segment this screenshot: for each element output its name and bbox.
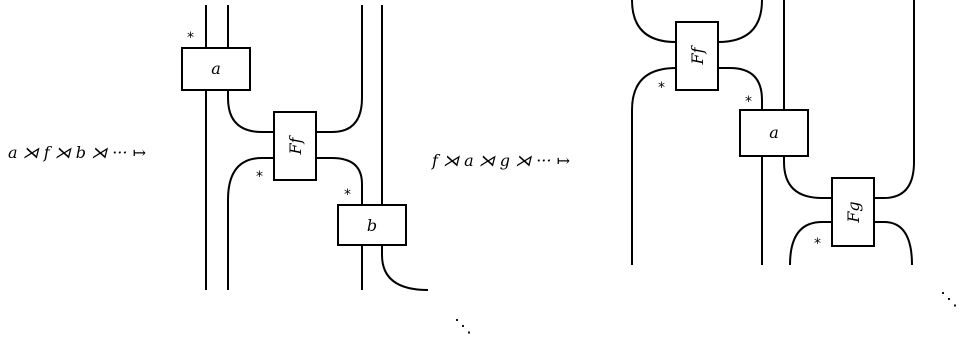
left-box-ff-label: Ff [286, 134, 305, 155]
left-star-a: * [187, 30, 194, 46]
right-box-fg [831, 177, 875, 247]
left-wire-b-out [381, 245, 429, 291]
right-wire-fg-down [789, 221, 832, 266]
left-wire-ff-to-b [316, 157, 363, 205]
right-star-ff: * [658, 80, 665, 96]
right-box-ff-label: Ff [688, 44, 707, 65]
right-wire-ff-down [631, 67, 677, 265]
right-box-a [739, 109, 809, 157]
left-star-b: * [344, 187, 351, 203]
right-box-a-label: a [769, 123, 779, 142]
left-box-b-label: b [367, 216, 377, 235]
right-expression: f ⋊ a ⋊ g ⋊ ··· ↦ [431, 151, 570, 170]
left-ellipsis: ⋱ [454, 316, 472, 337]
right-star-fg: * [814, 236, 821, 252]
right-box-ff [675, 21, 719, 91]
left-wire-ff-down [227, 157, 274, 290]
right-star-a: * [745, 94, 752, 110]
left-wire-a-to-ff [227, 90, 274, 133]
right-wire-top-left-cap [631, 0, 677, 43]
left-box-a [181, 47, 251, 91]
left-box-ff [273, 111, 317, 181]
left-expression: a ⋊ f ⋊ b ⋊ ··· ↦ [8, 143, 146, 162]
left-wire-ff-up [316, 5, 363, 133]
right-wire-a-to-fg [783, 156, 832, 199]
left-box-a-label: a [211, 59, 221, 78]
right-wire-top-right-cap [717, 0, 763, 43]
right-diagram: f ⋊ a ⋊ g ⋊ ··· ↦ Ff a Fg * * * ⋱ [431, 0, 958, 310]
left-star-ff: * [256, 169, 263, 185]
right-box-fg-label: Fg [844, 201, 863, 223]
right-wire-fg-up [874, 0, 915, 199]
left-box-b [337, 204, 407, 246]
right-wire-fg-out [874, 221, 913, 266]
right-wire-ff-to-a [718, 67, 763, 110]
right-ellipsis: ⋱ [940, 289, 958, 310]
left-diagram: a ⋊ f ⋊ b ⋊ ··· ↦ a Ff b * * * ⋱ [8, 5, 472, 337]
